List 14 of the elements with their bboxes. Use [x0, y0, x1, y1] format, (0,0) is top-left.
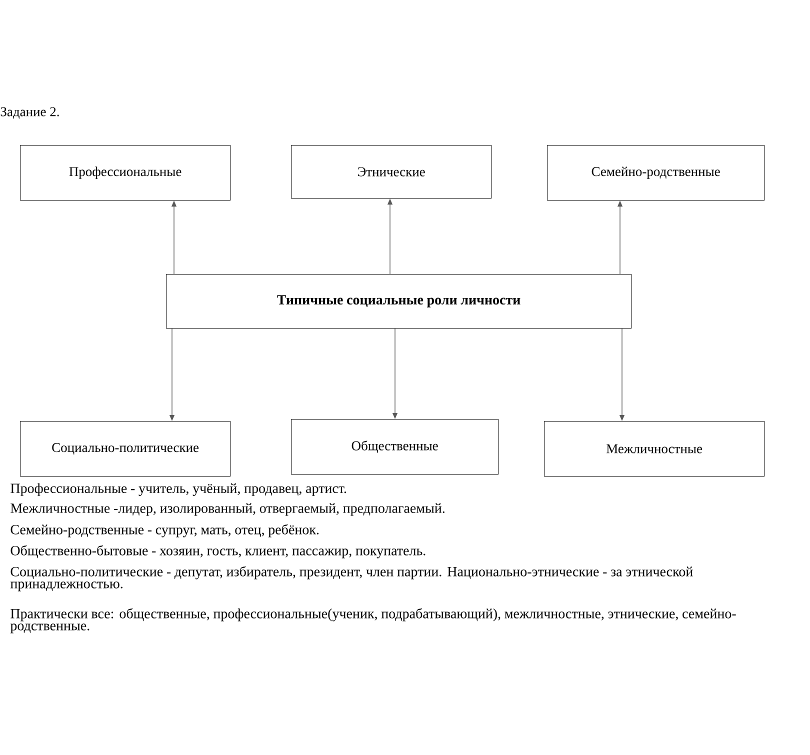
answer-text: Профессиональные - учитель, учёный, продавец, артист. — [10, 483, 346, 496]
answer-text: Общественно-бытовые - хозяин, гость, клиент, пассажир, покупатель. — [10, 545, 426, 558]
category-box: Межличностные — [544, 421, 765, 477]
heading-box: Типичные социальные роли личности — [166, 274, 632, 329]
category-box: Семейно-родственные — [547, 145, 765, 201]
category-box: Общественные — [291, 419, 499, 475]
category-box: Профессиональные — [20, 145, 231, 201]
task-heading: Задание 2. — [0, 107, 59, 119]
category-box: Социально-политические — [20, 421, 231, 477]
answer-text: Социально-политические - депутат, избиратель, президент, член партии. Национально-этнические - за этнической принадлежностью. — [10, 566, 693, 592]
answer-text: Практически все: общественные, профессиональные(ученик, подрабатывающий), межличностные, этнические, семейно-родственные. — [10, 608, 736, 634]
answer-text: Межличностные -лидер, изолированный, отвергаемый, предполагаемый. — [10, 503, 444, 516]
category-box: Этнические — [291, 145, 492, 199]
answer-text: Семейно-родственные - супруг, мать, отец, ребёнок. — [10, 524, 319, 538]
